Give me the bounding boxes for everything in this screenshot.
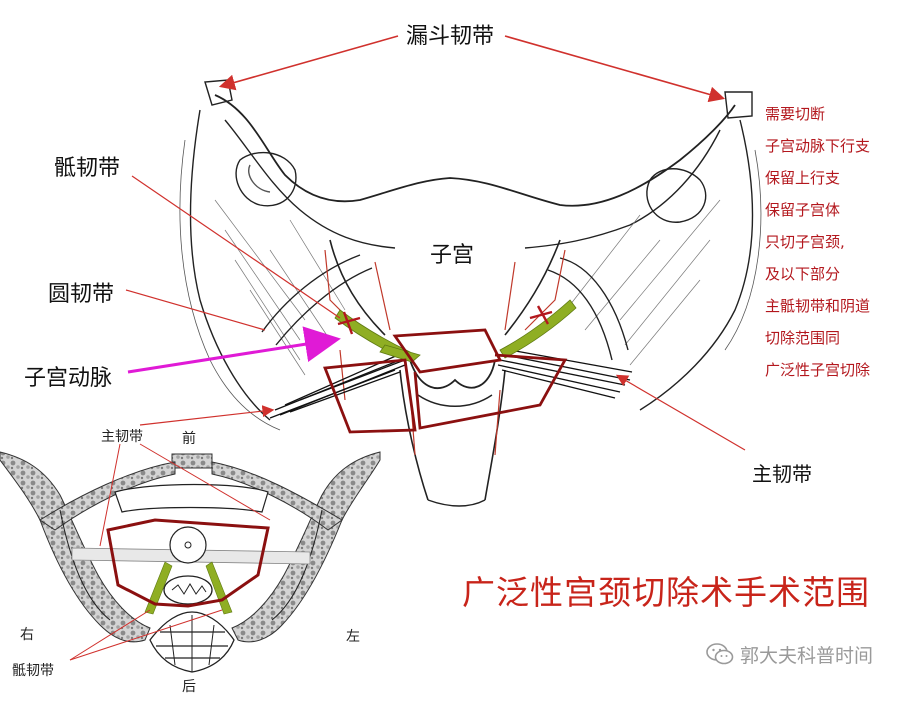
arrow-cardinal-left (139, 405, 275, 426)
note-line: 及以下部分 (765, 265, 841, 283)
note-line: 需要切断 (765, 105, 826, 123)
uterus-illustration (179, 79, 762, 507)
note-line: 切除范围同 (765, 329, 841, 347)
inset-label-back: 后 (182, 679, 196, 695)
note-line: 保留子宫体 (765, 201, 841, 219)
label-uterus: 子宫 (430, 243, 475, 268)
label-infundibulopelvic-ligament: 漏斗韧带 (406, 24, 495, 49)
inset-label-right: 右 (20, 627, 34, 643)
watermark-text: 郭大夫科普时间 (740, 644, 874, 667)
resection-outline-main (323, 328, 568, 434)
annotation-arrows (125, 35, 746, 451)
arrow-cardinal-right (615, 374, 746, 451)
note-line: 保留上行支 (765, 169, 841, 187)
label-round-ligament: 圆韧带 (48, 282, 115, 307)
arrow-infundibulopelvic-left (218, 35, 399, 91)
arrow-uterosacral (131, 175, 341, 319)
arrow-round-ligament (125, 289, 266, 331)
watermark: 郭大夫科普时间 (706, 641, 873, 667)
note-line: 广泛性子宫切除 (765, 361, 871, 379)
pelvic-cross-section-inset (0, 443, 381, 673)
arrow-uterine-artery (127, 326, 341, 374)
note-line: 子宫动脉下行支 (765, 137, 871, 155)
surgical-notes: 需要切断 子宫动脉下行支 保留上行支 保留子宫体 只切子宫颈, 及以下部分 主骶… (765, 98, 870, 386)
label-uterine-artery: 子宫动脉 (24, 366, 113, 391)
note-line: 主骶韧带和阴道 (765, 297, 871, 315)
arrow-infundibulopelvic-right (504, 35, 726, 103)
inset-label-front: 前 (182, 431, 196, 447)
inset-label-left: 左 (346, 629, 360, 645)
inset-label-cardinal-ligament: 主韧带 (101, 429, 143, 445)
diagram-title: 广泛性宫颈切除术手术范围 (462, 573, 870, 612)
note-line: 只切子宫颈, (765, 233, 845, 251)
label-uterosacral-ligament: 骶韧带 (54, 156, 121, 181)
inset-label-uterosacral: 骶韧带 (12, 663, 54, 679)
cut-marks (337, 305, 553, 335)
label-cardinal-ligament: 主韧带 (752, 462, 812, 486)
wechat-icon (706, 643, 734, 665)
cardinal-ligament-fibres (269, 349, 633, 419)
